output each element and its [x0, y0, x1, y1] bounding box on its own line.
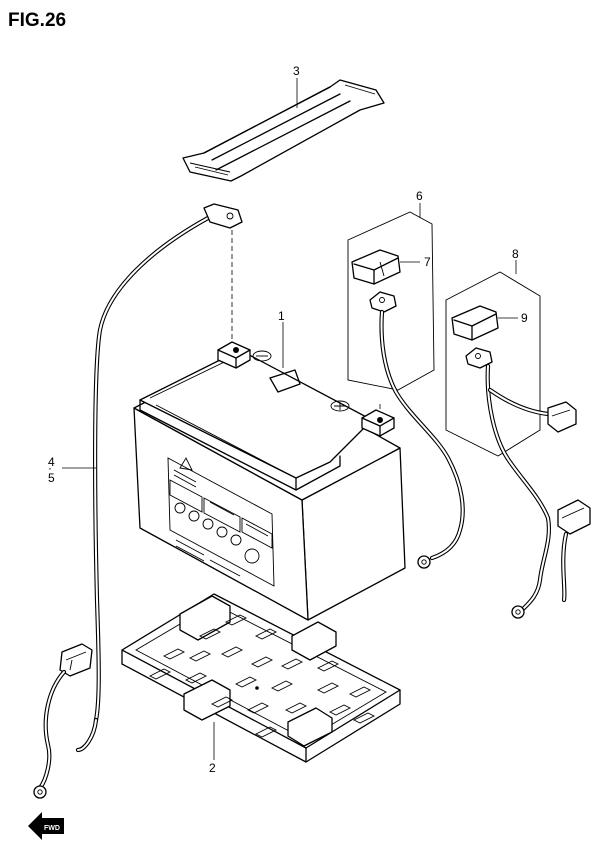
- fwd-arrow-icon: FWD: [28, 812, 64, 840]
- callout-3: 3: [293, 64, 300, 78]
- callout-8: 8: [512, 247, 519, 261]
- callout-4: 4: [48, 455, 55, 469]
- battery-tray: [121, 593, 401, 763]
- plus-terminal-cover: [351, 249, 401, 285]
- callout-1: 1: [278, 309, 285, 323]
- minus-lead-wire: [465, 347, 591, 619]
- minus-terminal-cover: [451, 305, 499, 341]
- callout-9: 9: [521, 311, 528, 325]
- plus-lead-wire: [369, 291, 465, 569]
- callout-6: 6: [416, 189, 423, 203]
- plus-lead-set-box: [347, 211, 435, 391]
- battery-strap: [182, 79, 385, 182]
- fwd-label: FWD: [44, 825, 60, 832]
- battery: [133, 341, 406, 621]
- minus-lead-set-box: [445, 271, 541, 457]
- callout-4-5-separator: ·: [48, 461, 52, 475]
- callout-5: 5: [48, 471, 55, 485]
- callout-7: 7: [424, 255, 431, 269]
- figure-title: FIG.26: [8, 10, 66, 31]
- ground-wire: [33, 203, 243, 799]
- callout-2: 2: [209, 761, 216, 775]
